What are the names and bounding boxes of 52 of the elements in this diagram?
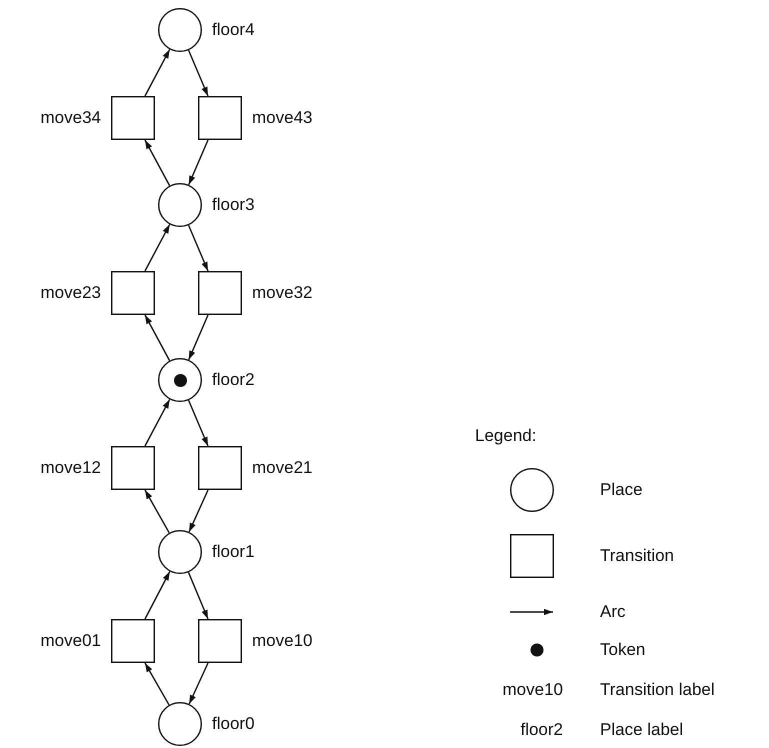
transition-label-sample: move10 — [502, 680, 563, 700]
arc-arrow — [188, 490, 209, 532]
arc-arrow — [144, 140, 170, 186]
transition-square — [111, 446, 155, 490]
legend-text: Transition — [600, 546, 674, 566]
transition-square — [198, 446, 242, 490]
transition-label: move34 — [40, 108, 101, 128]
place-label: floor2 — [212, 370, 255, 390]
transition-label: move12 — [40, 458, 101, 478]
transition-square — [198, 271, 242, 315]
place-circle — [158, 358, 202, 402]
place-circle — [158, 8, 202, 52]
arc-arrow — [144, 662, 170, 706]
transition-label: move32 — [252, 283, 312, 303]
arc-arrow — [144, 314, 170, 361]
arc-arrow — [144, 224, 170, 272]
arc-arrow — [188, 224, 209, 272]
place-label: floor0 — [212, 714, 255, 734]
place-label: floor1 — [212, 542, 255, 562]
legend-text: Arc — [600, 602, 626, 622]
place-label: floor4 — [212, 20, 255, 40]
token-dot — [174, 374, 186, 386]
legend-text: Token — [600, 640, 646, 660]
place-circle — [158, 183, 202, 227]
arc-arrow — [144, 490, 170, 534]
transition-square — [111, 271, 155, 315]
transition-square — [198, 619, 242, 663]
place-label-sample: floor2 — [520, 720, 563, 740]
transition-square — [111, 619, 155, 663]
arc-arrow — [188, 314, 209, 360]
arc-arrow — [188, 572, 209, 620]
arc-arrow — [188, 662, 209, 704]
legend-text: Transition label — [600, 680, 715, 700]
transition-label: move01 — [40, 631, 101, 651]
transition-square — [198, 96, 242, 140]
legend-title: Legend: — [475, 426, 536, 446]
place-circle — [158, 530, 202, 574]
transition-label: move43 — [252, 108, 312, 128]
arc-arrow — [188, 140, 209, 186]
arc-arrow — [144, 49, 170, 96]
transition-label: move21 — [252, 458, 312, 478]
legend-text: Place label — [600, 720, 684, 740]
place-label: floor3 — [212, 195, 255, 215]
transition-label: move10 — [252, 631, 312, 651]
arc-arrow — [188, 400, 209, 446]
arc-arrow — [144, 571, 170, 620]
legend-text: Place — [600, 480, 643, 500]
arc-arrow — [188, 50, 209, 96]
arc-arrow — [144, 399, 170, 446]
transition-square — [111, 96, 155, 140]
transition-label: move23 — [40, 283, 101, 303]
place-circle — [158, 702, 202, 746]
